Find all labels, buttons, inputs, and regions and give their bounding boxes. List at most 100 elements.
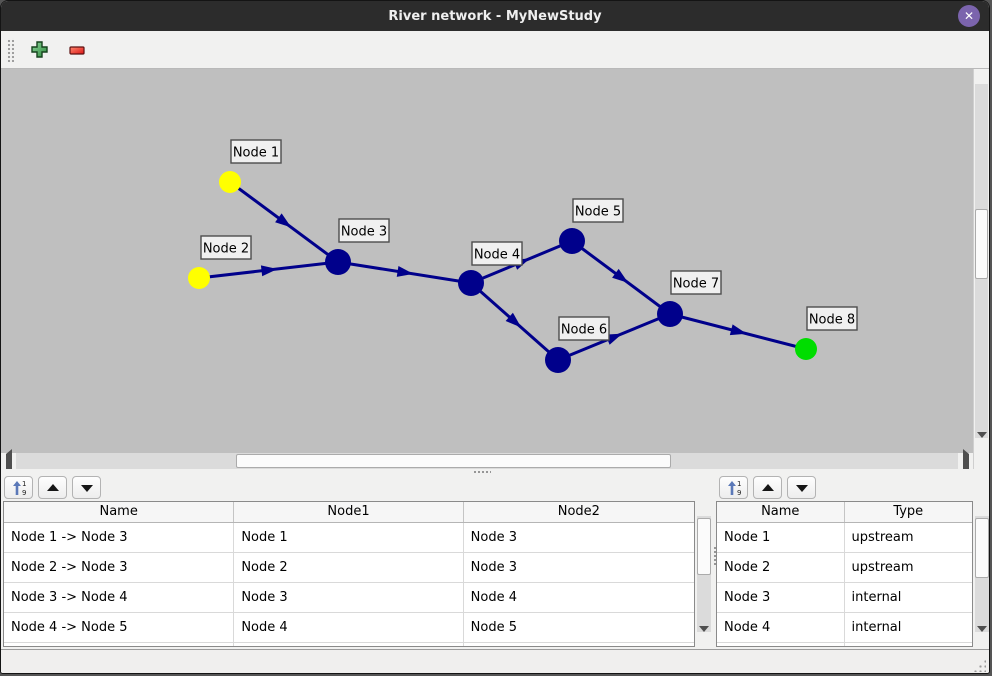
node-circle[interactable]: [325, 249, 351, 275]
arrow-down-icon: [795, 484, 808, 492]
node-circle[interactable]: [458, 270, 484, 296]
table-cell[interactable]: Node 5: [463, 613, 694, 643]
table-cell[interactable]: Node 3: [717, 583, 845, 613]
table-cell[interactable]: Node 4: [717, 613, 845, 643]
node-label-box: [338, 218, 390, 243]
node-circle[interactable]: [545, 347, 571, 373]
node-label: Node 3: [341, 225, 387, 240]
column-header[interactable]: Node1: [234, 502, 464, 522]
add-node-button[interactable]: [26, 37, 52, 63]
status-bar: [1, 649, 989, 673]
scroll-up-button[interactable]: [974, 501, 989, 522]
links-table-scrollbar[interactable]: [696, 501, 711, 647]
scrollbar-thumb[interactable]: [975, 209, 988, 279]
svg-text:1: 1: [737, 480, 741, 488]
table-cell[interactable]: Node 1: [717, 523, 845, 553]
scrollbar-thumb[interactable]: [975, 518, 989, 578]
plus-icon: [30, 41, 48, 58]
svg-text:9: 9: [737, 489, 741, 497]
table-cell[interactable]: Node 1 -> Node 3: [4, 523, 235, 553]
window-resize-grip[interactable]: [973, 659, 986, 672]
node-label-box: [471, 241, 523, 266]
table-cell[interactable]: internal: [844, 583, 972, 613]
svg-text:9: 9: [22, 489, 26, 497]
diagram-vertical-scrollbar[interactable]: [973, 69, 989, 453]
node-label: Node 5: [575, 205, 621, 220]
move-up-button[interactable]: [38, 476, 67, 499]
close-button[interactable]: ✕: [958, 5, 980, 27]
move-down-button[interactable]: [72, 476, 101, 499]
node-circle[interactable]: [219, 171, 241, 193]
table-cell[interactable]: upstream: [844, 553, 972, 583]
scroll-left-button[interactable]: [1, 448, 16, 474]
table-cell[interactable]: Node 4: [463, 583, 694, 613]
table-cell[interactable]: Node 3 -> Node 4: [4, 583, 235, 613]
column-header[interactable]: Name: [717, 502, 845, 522]
scroll-up-button[interactable]: [696, 501, 711, 522]
table-cell[interactable]: Node 4: [234, 613, 464, 643]
node-circle[interactable]: [559, 228, 585, 254]
pane-splitter[interactable]: [713, 474, 716, 649]
node-label: Node 8: [809, 313, 855, 328]
node-circle[interactable]: [795, 338, 817, 360]
flow-arrow-icon: [275, 213, 292, 228]
table-row-partial: [717, 643, 972, 646]
table-cell[interactable]: Node 4 -> Node 5: [4, 613, 235, 643]
flow-arrow-icon: [729, 324, 747, 336]
scroll-down-button[interactable]: [974, 626, 989, 647]
column-header[interactable]: Type: [844, 502, 972, 522]
sort-button[interactable]: 1 9: [4, 476, 33, 499]
scroll-down-button[interactable]: [974, 432, 989, 453]
table-cell[interactable]: Node 3: [234, 583, 464, 613]
panel-splitter[interactable]: [1, 469, 989, 474]
scrollbar-thumb[interactable]: [697, 518, 711, 575]
table-cell[interactable]: Node 3: [463, 553, 694, 583]
table-cell[interactable]: Node 2 -> Node 3: [4, 553, 235, 583]
table-cell[interactable]: internal: [844, 613, 972, 643]
table-cell[interactable]: Node 3: [463, 523, 694, 553]
move-down-button[interactable]: [787, 476, 816, 499]
scrollbar-thumb[interactable]: [236, 454, 671, 468]
hscroll-row: [1, 448, 989, 474]
titlebar[interactable]: River network - MyNewStudy ✕: [1, 1, 989, 31]
sort-button[interactable]: 1 9: [719, 476, 748, 499]
scroll-right-button[interactable]: [958, 448, 973, 474]
node-circle[interactable]: [188, 267, 210, 289]
diagram-horizontal-scrollbar[interactable]: [1, 448, 973, 474]
table-row-partial: [4, 643, 694, 646]
scroll-down-button[interactable]: [696, 626, 711, 647]
column-header[interactable]: Name: [4, 502, 235, 522]
toolbar-drag-handle[interactable]: [6, 37, 14, 62]
svg-text:1: 1: [22, 480, 26, 488]
main-toolbar: [1, 31, 989, 69]
move-up-button[interactable]: [753, 476, 782, 499]
table-cell[interactable]: Node 2: [717, 553, 845, 583]
arrow-down-icon: [80, 484, 93, 492]
column-header[interactable]: Node2: [463, 502, 694, 522]
table-cell[interactable]: Node 1: [234, 523, 464, 553]
scroll-up-button[interactable]: [974, 69, 989, 90]
table-cell[interactable]: upstream: [844, 523, 972, 553]
node-label-box: [670, 270, 722, 295]
remove-node-button[interactable]: [64, 37, 90, 63]
table-cell[interactable]: Node 2: [234, 553, 464, 583]
nodes-table-scrollbar[interactable]: [974, 501, 989, 647]
node-circle[interactable]: [657, 301, 683, 327]
